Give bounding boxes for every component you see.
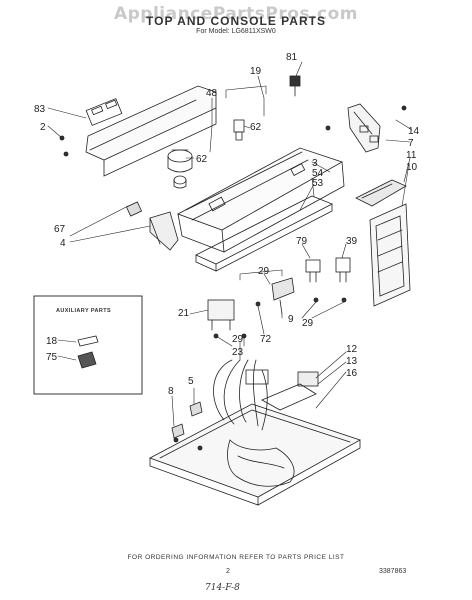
selector-switch-9	[271, 277, 295, 315]
screws	[59, 105, 407, 451]
callout-39: 39	[346, 236, 358, 247]
console-back-panel	[85, 85, 217, 177]
callout-14: 14	[408, 126, 420, 137]
callout-54: 54	[312, 168, 324, 179]
callout-19: 19	[250, 66, 262, 77]
timer-21	[207, 299, 235, 331]
callout-3: 3	[312, 158, 318, 169]
lint-screen-cover	[355, 179, 407, 207]
switch-79	[305, 259, 321, 283]
ordering-note: FOR ORDERING INFORMATION REFER TO PARTS …	[127, 554, 345, 561]
handwritten-note: 714-F-8	[205, 583, 240, 593]
callout-5: 5	[188, 376, 194, 387]
knob-62	[233, 119, 245, 141]
callout-10: 10	[406, 162, 418, 173]
component-5	[189, 401, 203, 417]
console-bracket-right	[347, 103, 381, 153]
callout-72: 72	[260, 334, 272, 345]
page-number: 2	[226, 568, 230, 575]
auxiliary-parts-title: AUXILIARY PARTS	[56, 308, 112, 314]
end-cap-left	[149, 211, 179, 251]
callout-29-right: 29	[302, 318, 314, 329]
callout-83: 83	[34, 104, 46, 115]
component-8	[171, 423, 185, 439]
callout-7: 7	[408, 138, 414, 149]
callout-62-right: 62	[250, 122, 262, 133]
push-switch-81	[289, 75, 301, 97]
document-number: 3387863	[379, 568, 407, 575]
callout-12: 12	[346, 344, 358, 355]
callout-13: 13	[346, 356, 358, 367]
callout-53: 53	[312, 178, 324, 189]
watermark: AppliancePartsPros.com	[113, 4, 358, 24]
callout-81: 81	[286, 52, 298, 63]
callout-48: 48	[206, 88, 218, 99]
control-console	[177, 147, 345, 253]
door-switch-assembly	[261, 371, 319, 411]
callout-labels: 83 2 48 19 81 14 7 62 62 3 54 53 11 10 6…	[34, 52, 420, 397]
aux-part-75	[77, 351, 97, 369]
callout-8: 8	[168, 386, 174, 397]
callout-4: 4	[60, 238, 66, 249]
callout-2: 2	[40, 122, 46, 133]
end-cap-clip	[125, 201, 143, 217]
callout-62-left: 62	[196, 154, 208, 165]
callout-18: 18	[46, 336, 58, 347]
callout-29-top: 29	[258, 266, 270, 277]
callout-29-bottom: 29	[232, 334, 244, 345]
group-brackets	[225, 85, 283, 281]
callout-21: 21	[178, 308, 190, 319]
callout-79: 79	[296, 236, 308, 247]
callout-23: 23	[232, 347, 244, 358]
harness-connector	[245, 369, 269, 385]
console-base-54	[195, 195, 333, 272]
auxiliary-parts-box	[33, 295, 143, 395]
timer-knob	[167, 149, 193, 173]
wiring-harness	[213, 359, 295, 487]
callout-16: 16	[346, 368, 358, 379]
callout-67: 67	[54, 224, 66, 235]
cabinet-top-panel	[149, 403, 361, 506]
leader-lines	[47, 61, 413, 427]
callout-9: 9	[288, 314, 294, 325]
knob-small	[173, 175, 187, 189]
switch-39	[335, 257, 351, 283]
lint-screen	[369, 203, 411, 307]
page-title: TOP AND CONSOLE PARTS	[146, 14, 326, 28]
callout-11: 11	[406, 150, 417, 161]
aux-part-18	[77, 335, 99, 347]
callout-75: 75	[46, 352, 58, 363]
model-subtitle: For Model: LG6811XSW0	[196, 28, 276, 35]
